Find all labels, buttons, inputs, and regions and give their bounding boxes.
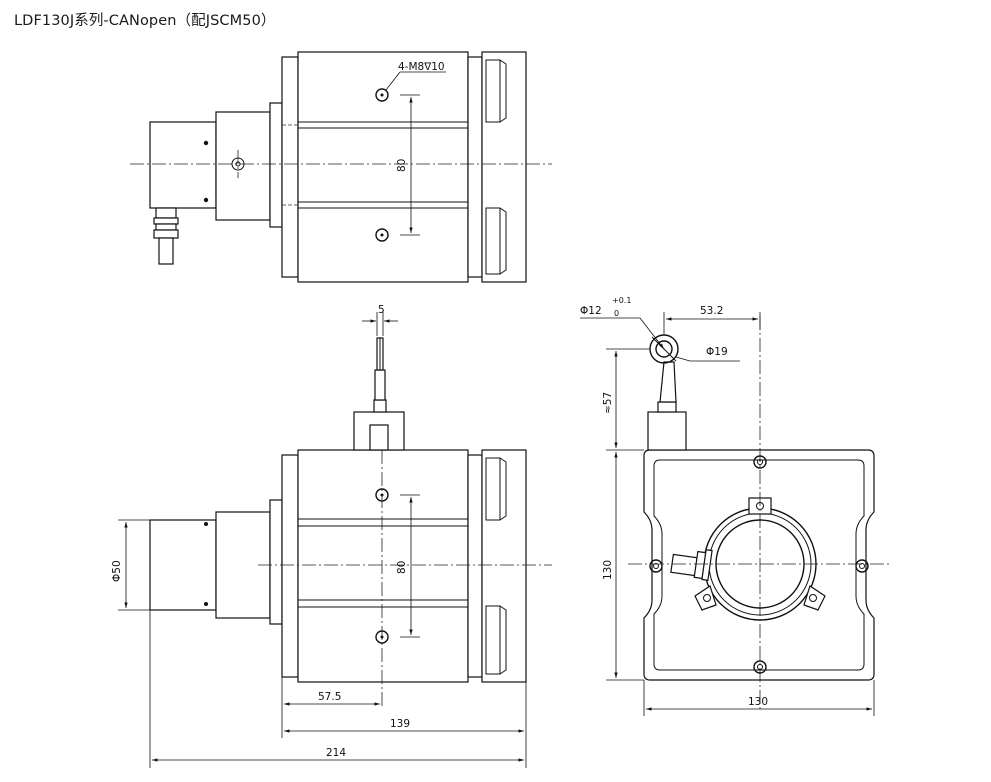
dim-57-5-label: 57.5 — [318, 691, 341, 703]
front-view: 80 5 Φ50 57.5 139 214 — [111, 304, 552, 768]
page-title: LDF130J系列-CANopen（配JSCM50） — [14, 13, 276, 29]
dim-139-label: 139 — [390, 718, 410, 730]
eye-offset-label: 53.2 — [700, 305, 723, 317]
wire-width-label: 5 — [378, 304, 385, 316]
top-spacing-label: 80 — [396, 159, 408, 172]
hole-note-label: 4-M8∇10 — [398, 61, 445, 73]
height-label: 130 — [602, 560, 614, 580]
encoder-diameter-label: Φ50 — [111, 560, 123, 582]
eye-outer-label: Φ19 — [706, 346, 728, 358]
eye-tol-lower: 0 — [614, 309, 619, 318]
eye-tol-upper: +0.1 — [612, 296, 631, 305]
dim-214-label: 214 — [326, 747, 346, 759]
side-view: 53.2 Φ12 +0.1 0 Φ19 ≈57 130 130 — [580, 296, 890, 716]
front-spacing-label: 80 — [396, 561, 408, 574]
encoder-body-top — [149, 121, 217, 209]
eye-diameter-label: Φ12 — [580, 305, 602, 317]
width-label: 130 — [748, 696, 768, 708]
eye-height-label: ≈57 — [602, 392, 614, 414]
top-view: 80 4-M8∇10 — [130, 51, 552, 283]
